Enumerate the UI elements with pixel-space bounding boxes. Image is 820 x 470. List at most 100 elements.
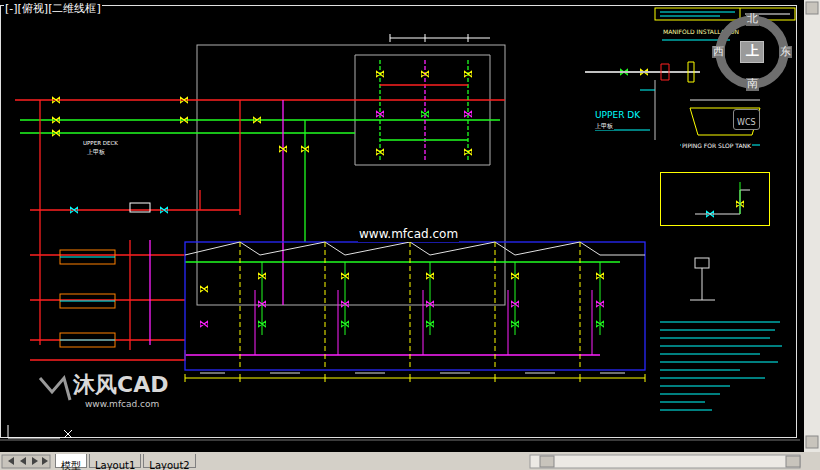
node-text: 模型 [61, 460, 81, 470]
valve-symbols [426, 321, 434, 327]
outline-boxes [355, 55, 490, 56]
dimension-line [185, 374, 645, 382]
compass-letter: 东 [779, 46, 792, 59]
valve-symbols [596, 273, 604, 279]
pipe-lines [185, 354, 600, 355]
pipe-lines [282, 100, 283, 305]
valve-symbols [341, 273, 349, 279]
manifold-detail [585, 40, 760, 140]
valve-symbols [200, 286, 208, 292]
slop-tank-box: PIPING FOR SLOP TANK [660, 172, 770, 226]
view-cube-compass: 北西东南上 [714, 14, 790, 90]
valve-symbols [464, 111, 472, 117]
dimension-line [185, 378, 645, 379]
title-block [655, 8, 795, 20]
valve-symbols [596, 321, 604, 327]
outline-boxes [490, 55, 491, 165]
valve-symbols [596, 301, 604, 307]
manifold-detail [655, 80, 656, 140]
status-controls [2, 455, 50, 468]
pump-symbols [130, 203, 150, 212]
pump-symbols [60, 333, 115, 347]
node-text: WCS [737, 118, 756, 127]
valve-symbols [341, 301, 349, 307]
notes-text-lines [660, 322, 782, 410]
pipe-lines [304, 120, 305, 242]
watermark-url: www.mfcad.com [84, 399, 160, 409]
valve-symbols [253, 117, 261, 123]
valve-symbols [160, 207, 168, 213]
watermark-url: www.mfcad.com [358, 228, 459, 242]
outline-boxes [355, 55, 356, 165]
valve-symbols [341, 321, 349, 327]
pipe-lines [30, 209, 240, 210]
status-controls [786, 456, 800, 467]
outline-boxes [197, 45, 505, 305]
valve-symbols [511, 301, 519, 307]
status-controls [806, 436, 818, 448]
pipe-lines [30, 350, 185, 360]
valve-symbols [301, 146, 309, 152]
pipe-lines [15, 60, 620, 360]
vertical-scrollbar [804, 0, 820, 452]
pump-symbols [60, 294, 115, 308]
compass-letter: 北 [746, 13, 759, 26]
manifold-detail [690, 100, 760, 101]
tank-area [580, 242, 581, 370]
manifold-detail [640, 90, 655, 91]
tank-area [255, 290, 592, 355]
manifold-detail [661, 64, 669, 80]
valve-symbols [180, 117, 188, 123]
status-controls [8, 457, 48, 465]
outline-boxes [197, 34, 505, 305]
pipe-lines [30, 339, 185, 340]
ucs-icon [64, 430, 72, 438]
dimension-line [185, 373, 645, 382]
pipe-lines [30, 299, 185, 300]
tank-area [262, 262, 600, 335]
node-text: PIPING FOR SLOP TANK [681, 143, 752, 150]
node-text: 上 [741, 44, 763, 59]
pump-symbols [60, 250, 115, 264]
node-text: Layout1 [95, 460, 135, 470]
valve-symbols [376, 149, 384, 155]
valve-symbols [180, 97, 188, 103]
manifold-detail [690, 108, 760, 135]
valve-symbols [376, 71, 384, 77]
node-text: Layout2 [149, 460, 189, 470]
pump-symbols [60, 257, 115, 258]
deck-label: UPPER DECK [82, 140, 119, 146]
title-block [655, 8, 795, 20]
ucs-icon [8, 425, 72, 438]
view-cube-face: 上 [740, 41, 764, 63]
tank-area [255, 290, 592, 355]
outline-boxes [390, 34, 391, 42]
status-controls [530, 455, 800, 468]
tank-area [185, 242, 645, 370]
valve-symbols [70, 207, 78, 213]
outline-boxes [425, 34, 426, 42]
valve-symbols [52, 130, 60, 136]
valve-symbols [426, 301, 434, 307]
notes-text-lines [660, 322, 782, 410]
valve-symbols [464, 71, 472, 77]
pipe-lines [129, 240, 130, 350]
valve-symbols [258, 301, 266, 307]
drawing-frame [0, 440, 800, 441]
tank-area [185, 242, 645, 370]
slop-tank-piping [680, 145, 760, 214]
small-detail [690, 300, 715, 301]
pipe-lines [185, 261, 620, 262]
valve-symbols [511, 273, 519, 279]
drawing-frame [1, 6, 797, 438]
tank-area [240, 242, 580, 370]
compass-ring [720, 20, 784, 84]
layout-tab: Layout1 [89, 454, 141, 468]
tank-area [185, 242, 645, 255]
outline-boxes [390, 38, 490, 39]
small-detail [702, 268, 703, 300]
manifold-detail [688, 62, 694, 82]
compass-letter: 西 [712, 46, 725, 59]
valve-symbols [464, 149, 472, 155]
